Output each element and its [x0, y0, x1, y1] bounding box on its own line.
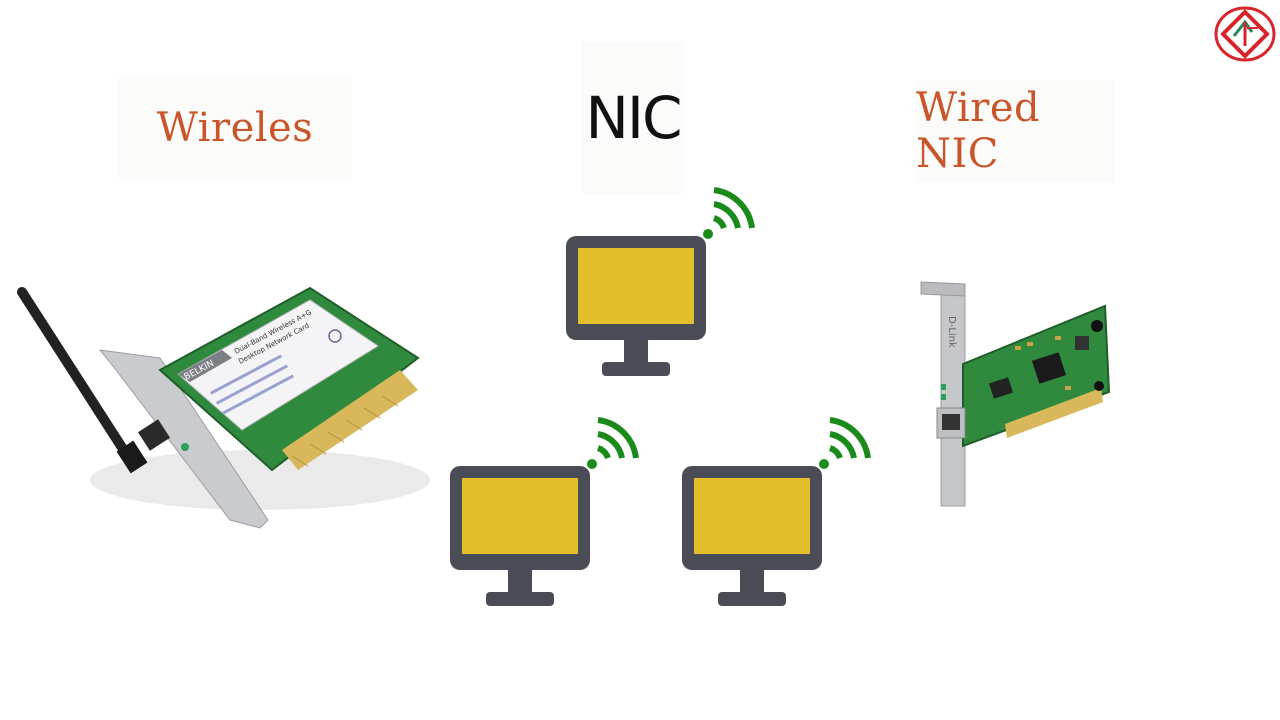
page-title: NIC — [585, 84, 683, 152]
wireless-label-box: Wireles — [118, 76, 352, 180]
wired-nic-card: D-Link — [920, 281, 1111, 507]
wired-label-box: Wired NIC — [916, 80, 1114, 182]
wired-label: Wired NIC — [916, 85, 1041, 177]
monitor-icon — [450, 466, 590, 606]
computer-bottom-right — [682, 417, 871, 606]
title-box: NIC — [582, 42, 684, 194]
computer-bottom-left — [450, 417, 639, 606]
wireless-label: Wireles — [156, 105, 314, 151]
wifi-signal-icon — [819, 417, 871, 469]
logo-icon — [1214, 6, 1276, 62]
wired-card-brand: D-Link — [946, 316, 957, 348]
wifi-signal-icon — [703, 187, 755, 239]
computer-top — [566, 187, 755, 376]
wireless-nic-card: BELKIN Dual-Band Wireless A+G Desktop Ne… — [17, 286, 430, 529]
monitor-icon — [682, 466, 822, 606]
wifi-signal-icon — [587, 417, 639, 469]
monitor-icon — [566, 236, 706, 376]
